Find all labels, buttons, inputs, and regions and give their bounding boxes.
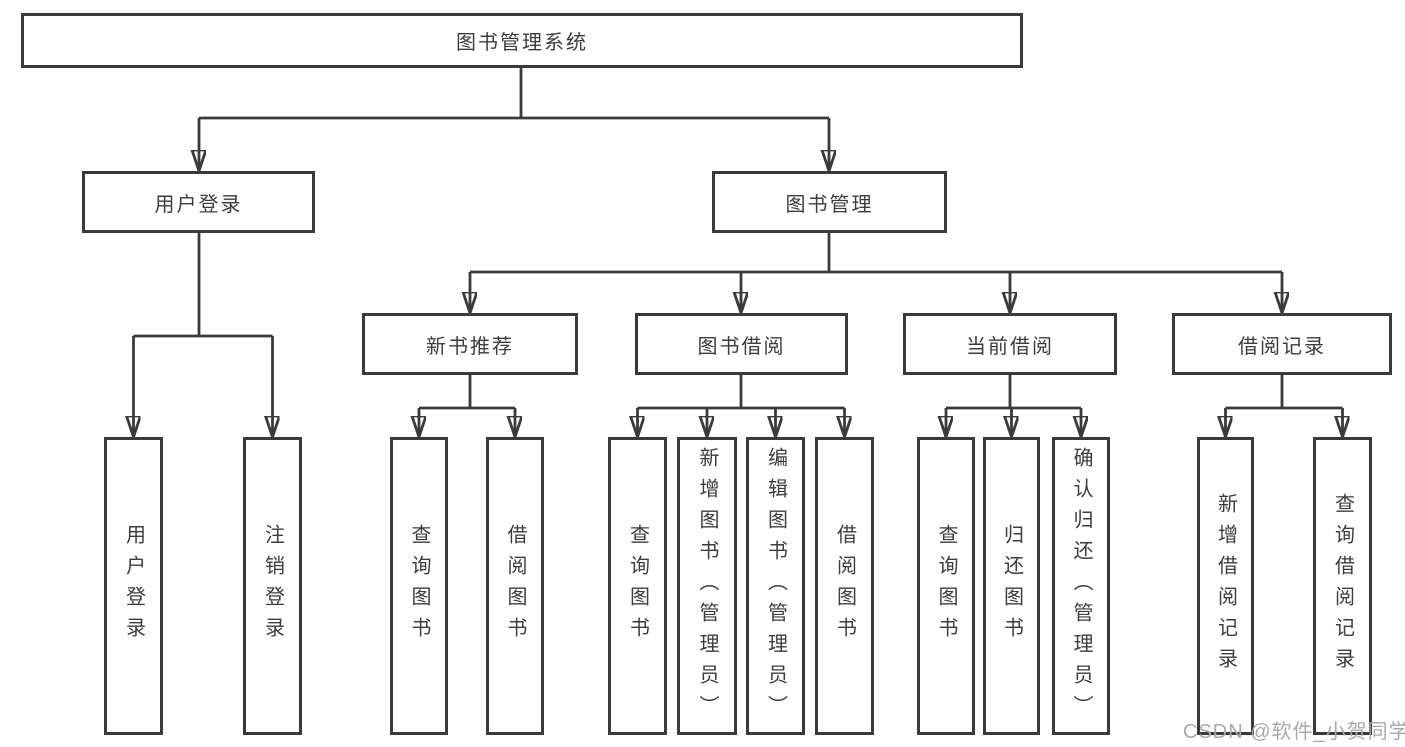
node-user-login-label: 用户登录 bbox=[154, 193, 243, 216]
leaf-add-books-admin: 新增图书（管理员） bbox=[677, 437, 737, 735]
leaf-add-books-admin-label: 新增图书（管理员） bbox=[696, 446, 718, 726]
leaf-borrow-books-under-recommend: 借阅图书 bbox=[486, 437, 544, 735]
connector-borrow-records-children bbox=[1226, 375, 1343, 437]
node-book-borrow-label: 图书借阅 bbox=[697, 335, 786, 358]
node-borrow-records-label: 借阅记录 bbox=[1238, 335, 1326, 358]
node-user-login: 用户登录 bbox=[82, 171, 315, 233]
leaf-logout-label: 注销登录 bbox=[261, 524, 284, 648]
leaf-query-books-under-borrowing: 查询图书 bbox=[608, 437, 667, 735]
node-current-borrow: 当前借阅 bbox=[903, 313, 1117, 375]
node-book-management: 图书管理 bbox=[712, 171, 947, 233]
leaf-confirm-return-admin-label: 确认归还（管理员） bbox=[1070, 446, 1092, 726]
connector-root-to-level2 bbox=[199, 68, 829, 171]
leaf-borrow-books-under-recommend-label: 借阅图书 bbox=[504, 524, 526, 648]
leaf-query-borrow-record-label: 查询借阅记录 bbox=[1331, 493, 1354, 679]
node-new-book-recommend: 新书推荐 bbox=[362, 313, 578, 375]
leaf-confirm-return-admin: 确认归还（管理员） bbox=[1052, 437, 1110, 735]
leaf-borrow-books-under-borrowing: 借阅图书 bbox=[815, 437, 874, 735]
leaf-borrow-books-under-borrowing-label: 借阅图书 bbox=[833, 524, 856, 648]
node-new-book-recommend-label: 新书推荐 bbox=[426, 335, 514, 358]
node-borrow-records: 借阅记录 bbox=[1172, 313, 1392, 375]
node-library-system: 图书管理系统 bbox=[21, 13, 1023, 68]
connector-user-login-children bbox=[134, 233, 273, 437]
leaf-query-books-under-current-label: 查询图书 bbox=[935, 524, 957, 648]
leaf-query-borrow-record: 查询借阅记录 bbox=[1313, 437, 1372, 735]
leaf-query-books-under-recommend: 查询图书 bbox=[390, 437, 448, 735]
node-library-system-label: 图书管理系统 bbox=[456, 32, 588, 54]
leaf-query-books-under-recommend-label: 查询图书 bbox=[408, 524, 430, 648]
leaf-query-books-under-borrowing-label: 查询图书 bbox=[626, 524, 649, 648]
leaf-edit-books-admin-label: 编辑图书（管理员） bbox=[764, 446, 787, 726]
leaf-return-books-label: 归还图书 bbox=[1000, 524, 1023, 648]
connector-book-borrow-children bbox=[638, 375, 845, 437]
node-book-management-label: 图书管理 bbox=[785, 193, 874, 216]
leaf-user-login: 用户登录 bbox=[104, 437, 163, 735]
leaf-edit-books-admin: 编辑图书（管理员） bbox=[746, 437, 805, 735]
leaf-query-books-under-current: 查询图书 bbox=[917, 437, 975, 735]
leaf-return-books: 归还图书 bbox=[983, 437, 1040, 735]
leaf-add-borrow-record-label: 新增借阅记录 bbox=[1214, 493, 1237, 679]
node-current-borrow-label: 当前借阅 bbox=[966, 335, 1054, 358]
connector-current-borrow-children bbox=[946, 375, 1081, 437]
leaf-user-login-label: 用户登录 bbox=[122, 524, 145, 648]
leaf-logout: 注销登录 bbox=[243, 437, 302, 735]
connector-book-management-level3 bbox=[470, 233, 1282, 313]
node-book-borrow: 图书借阅 bbox=[635, 313, 848, 375]
connector-new-book-recommend-children bbox=[419, 375, 515, 437]
csdn-watermark: CSDN @软件_小贺同学 bbox=[1183, 721, 1405, 743]
leaf-add-borrow-record: 新增借阅记录 bbox=[1197, 437, 1254, 735]
